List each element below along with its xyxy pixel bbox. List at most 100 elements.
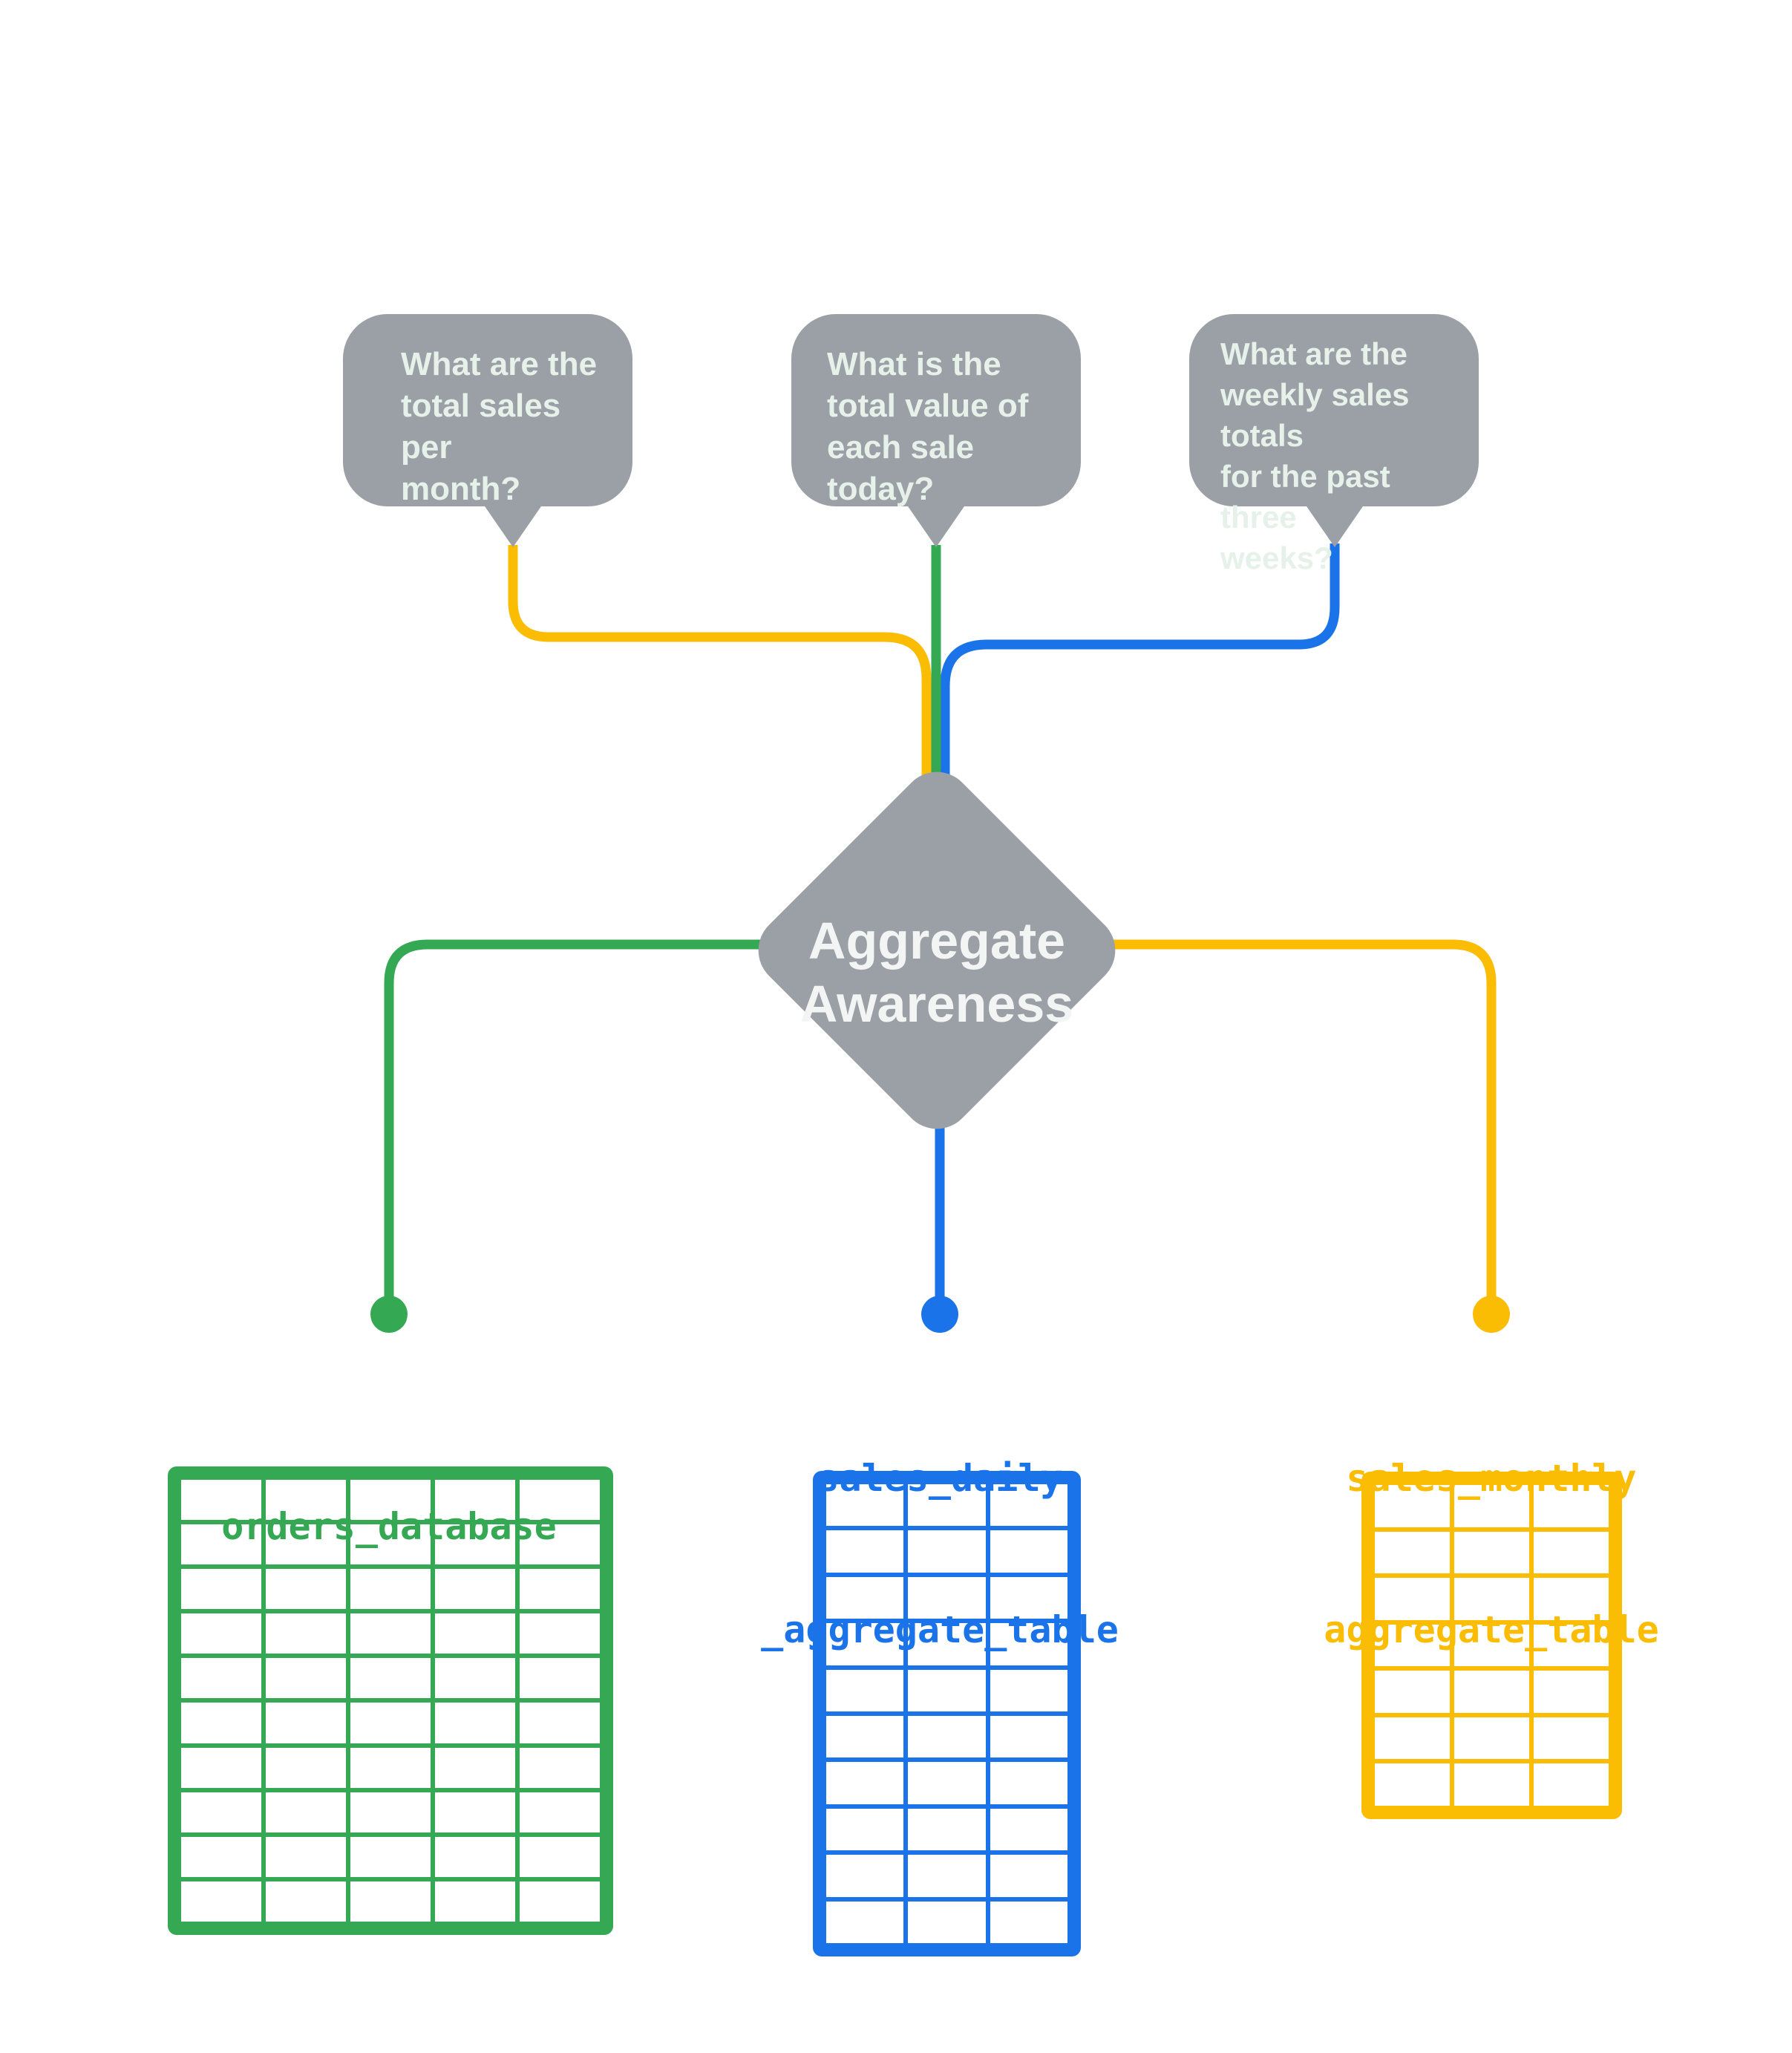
table-cell	[433, 1834, 517, 1879]
table-cell	[433, 1656, 517, 1701]
table-cell	[179, 1879, 264, 1924]
table-cell	[264, 1789, 348, 1835]
bubble-tail	[906, 504, 966, 547]
table-cell	[348, 1834, 433, 1879]
table-cell	[348, 1789, 433, 1835]
table-cell	[433, 1700, 517, 1746]
table-cell	[433, 1478, 517, 1523]
table-cell	[1373, 1761, 1452, 1808]
table-cell	[906, 1760, 988, 1806]
orders-database-endpoint-dot	[370, 1296, 408, 1333]
bubble-weekly-question: What are the weekly sales totals for the…	[1189, 314, 1479, 575]
table-cell	[348, 1567, 433, 1612]
sales-daily-endpoint-dot	[921, 1296, 958, 1333]
table-cell	[906, 1853, 988, 1899]
bubble-text-line: What are the	[1220, 336, 1408, 371]
table-cell	[179, 1656, 264, 1701]
table-cell	[906, 1621, 988, 1668]
table-cell	[824, 1528, 906, 1575]
table-cell	[348, 1522, 433, 1567]
table-cell	[906, 1714, 988, 1760]
table-cell	[517, 1789, 602, 1835]
table-cell	[517, 1879, 602, 1924]
table-cell	[348, 1700, 433, 1746]
table-cell	[517, 1567, 602, 1612]
orders-database-label: orders_database	[129, 1400, 649, 1653]
table-cell	[179, 1700, 264, 1746]
bubble-tail	[1305, 504, 1364, 547]
table-cell	[517, 1656, 602, 1701]
table-cell	[1452, 1622, 1531, 1669]
table-cell	[906, 1667, 988, 1714]
table-label-line: aggregate_table	[1324, 1608, 1659, 1651]
bubble-text-line: weekly sales totals	[1220, 377, 1410, 453]
table-cell	[824, 1574, 906, 1622]
diamond-label-line: Awareness	[799, 975, 1074, 1033]
table-cell	[824, 1899, 906, 1945]
table-cell	[433, 1789, 517, 1835]
table-cell	[987, 1528, 1070, 1575]
table-cell	[264, 1656, 348, 1701]
table-cell	[1373, 1483, 1452, 1530]
bubble-text-line: What are the	[401, 346, 598, 382]
sales-monthly-endpoint-dot	[1473, 1296, 1510, 1333]
bubble-text-line: What is the	[827, 346, 1001, 382]
bubble-text-line: month?	[401, 471, 521, 507]
aggregate-awareness-label: Aggregate Awareness	[788, 910, 1085, 1036]
table-cell	[179, 1611, 264, 1657]
bubble-text-line: total value of	[827, 388, 1029, 424]
table-cell	[1452, 1761, 1531, 1808]
table-cell	[987, 1482, 1070, 1529]
table-cell	[987, 1621, 1070, 1668]
table-cell	[348, 1478, 433, 1523]
sales-daily-aggregate-table	[813, 1471, 1081, 1956]
table-cell	[987, 1806, 1070, 1853]
table-cell	[264, 1522, 348, 1567]
table-cell	[987, 1667, 1070, 1714]
table-cell	[433, 1879, 517, 1924]
bubble-text-line: each sale today?	[827, 429, 975, 507]
table-cell	[517, 1478, 602, 1523]
table-cell	[179, 1834, 264, 1879]
table-cell	[1531, 1668, 1611, 1715]
table-cell	[348, 1611, 433, 1657]
table-cell	[987, 1760, 1070, 1806]
bubble-monthly-question: What are the total sales per month?	[343, 314, 632, 547]
bubble-tail	[483, 504, 543, 547]
table-cell	[179, 1745, 264, 1790]
table-cell	[348, 1879, 433, 1924]
table-cell	[433, 1522, 517, 1567]
bubble-text-line: for the past three	[1220, 459, 1390, 535]
table-cell	[824, 1482, 906, 1529]
table-cell	[179, 1522, 264, 1567]
table-cell	[906, 1899, 988, 1945]
table-cell	[1531, 1622, 1611, 1669]
table-cell	[517, 1834, 602, 1879]
table-cell	[264, 1567, 348, 1612]
table-cell	[1373, 1576, 1452, 1622]
table-cell	[824, 1760, 906, 1806]
table-cell	[264, 1879, 348, 1924]
wire-to-orders-database	[384, 939, 772, 1298]
table-cell	[906, 1528, 988, 1575]
table-cell	[1373, 1622, 1452, 1669]
table-cell	[1452, 1529, 1531, 1576]
bubble-daily-question: What is the total value of each sale tod…	[791, 314, 1081, 547]
table-cell	[517, 1700, 602, 1746]
table-cell	[987, 1853, 1070, 1899]
table-cell	[517, 1522, 602, 1567]
table-cell	[1531, 1761, 1611, 1808]
table-cell	[1531, 1714, 1611, 1762]
table-cell	[987, 1714, 1070, 1760]
table-cell	[1373, 1668, 1452, 1715]
table-cell	[824, 1806, 906, 1853]
table-cell	[1531, 1576, 1611, 1622]
table-cell	[1531, 1529, 1611, 1576]
orders-database-table	[168, 1466, 613, 1935]
table-cell	[179, 1567, 264, 1612]
sales-monthly-aggregate-table	[1361, 1472, 1622, 1819]
wire-to-sales-monthly-table	[1102, 939, 1497, 1298]
table-cell	[348, 1745, 433, 1790]
